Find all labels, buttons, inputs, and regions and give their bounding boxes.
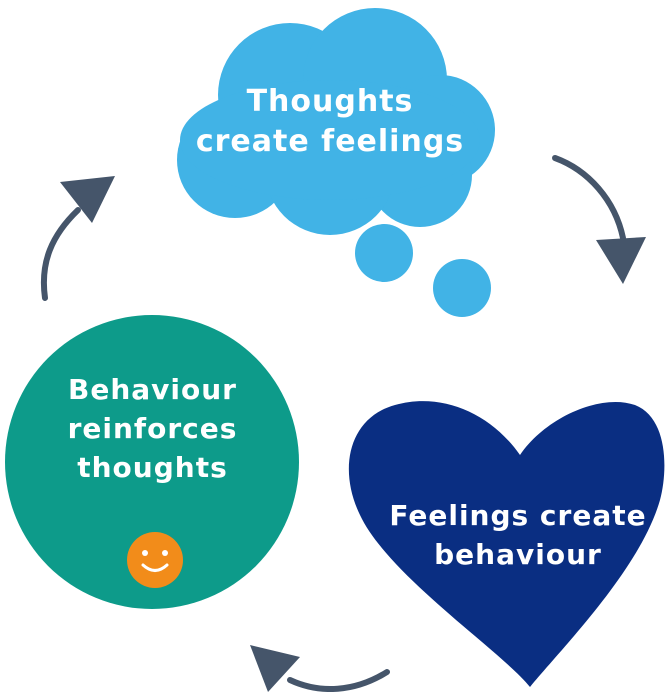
feelings-label: Feelings create behaviour xyxy=(368,496,665,574)
smiley-face-icon xyxy=(127,532,183,588)
arrow-feelings-to-behaviour xyxy=(250,645,390,692)
behaviour-label: Behaviour reinforces thoughts xyxy=(30,370,275,488)
arrow-thoughts-to-feelings xyxy=(552,155,646,284)
behaviour-label-line1: Behaviour xyxy=(68,373,237,406)
thought-bubble-small xyxy=(433,259,491,317)
thoughts-label-line1: Thoughts xyxy=(246,84,414,119)
thoughts-label: Thoughts create feelings xyxy=(180,82,480,161)
thoughts-label-line2: create feelings xyxy=(195,123,465,159)
arrow-behaviour-to-thoughts xyxy=(40,176,115,301)
behaviour-circle xyxy=(5,315,299,609)
feelings-heart xyxy=(348,401,665,687)
feelings-label-line2: behaviour xyxy=(434,538,602,572)
behaviour-label-line3: thoughts xyxy=(77,451,228,485)
feelings-label-line1: Feelings create xyxy=(389,499,647,532)
behaviour-label-line2: reinforces xyxy=(67,412,238,446)
thought-cloud xyxy=(177,8,495,235)
thought-bubble-large xyxy=(355,224,413,282)
